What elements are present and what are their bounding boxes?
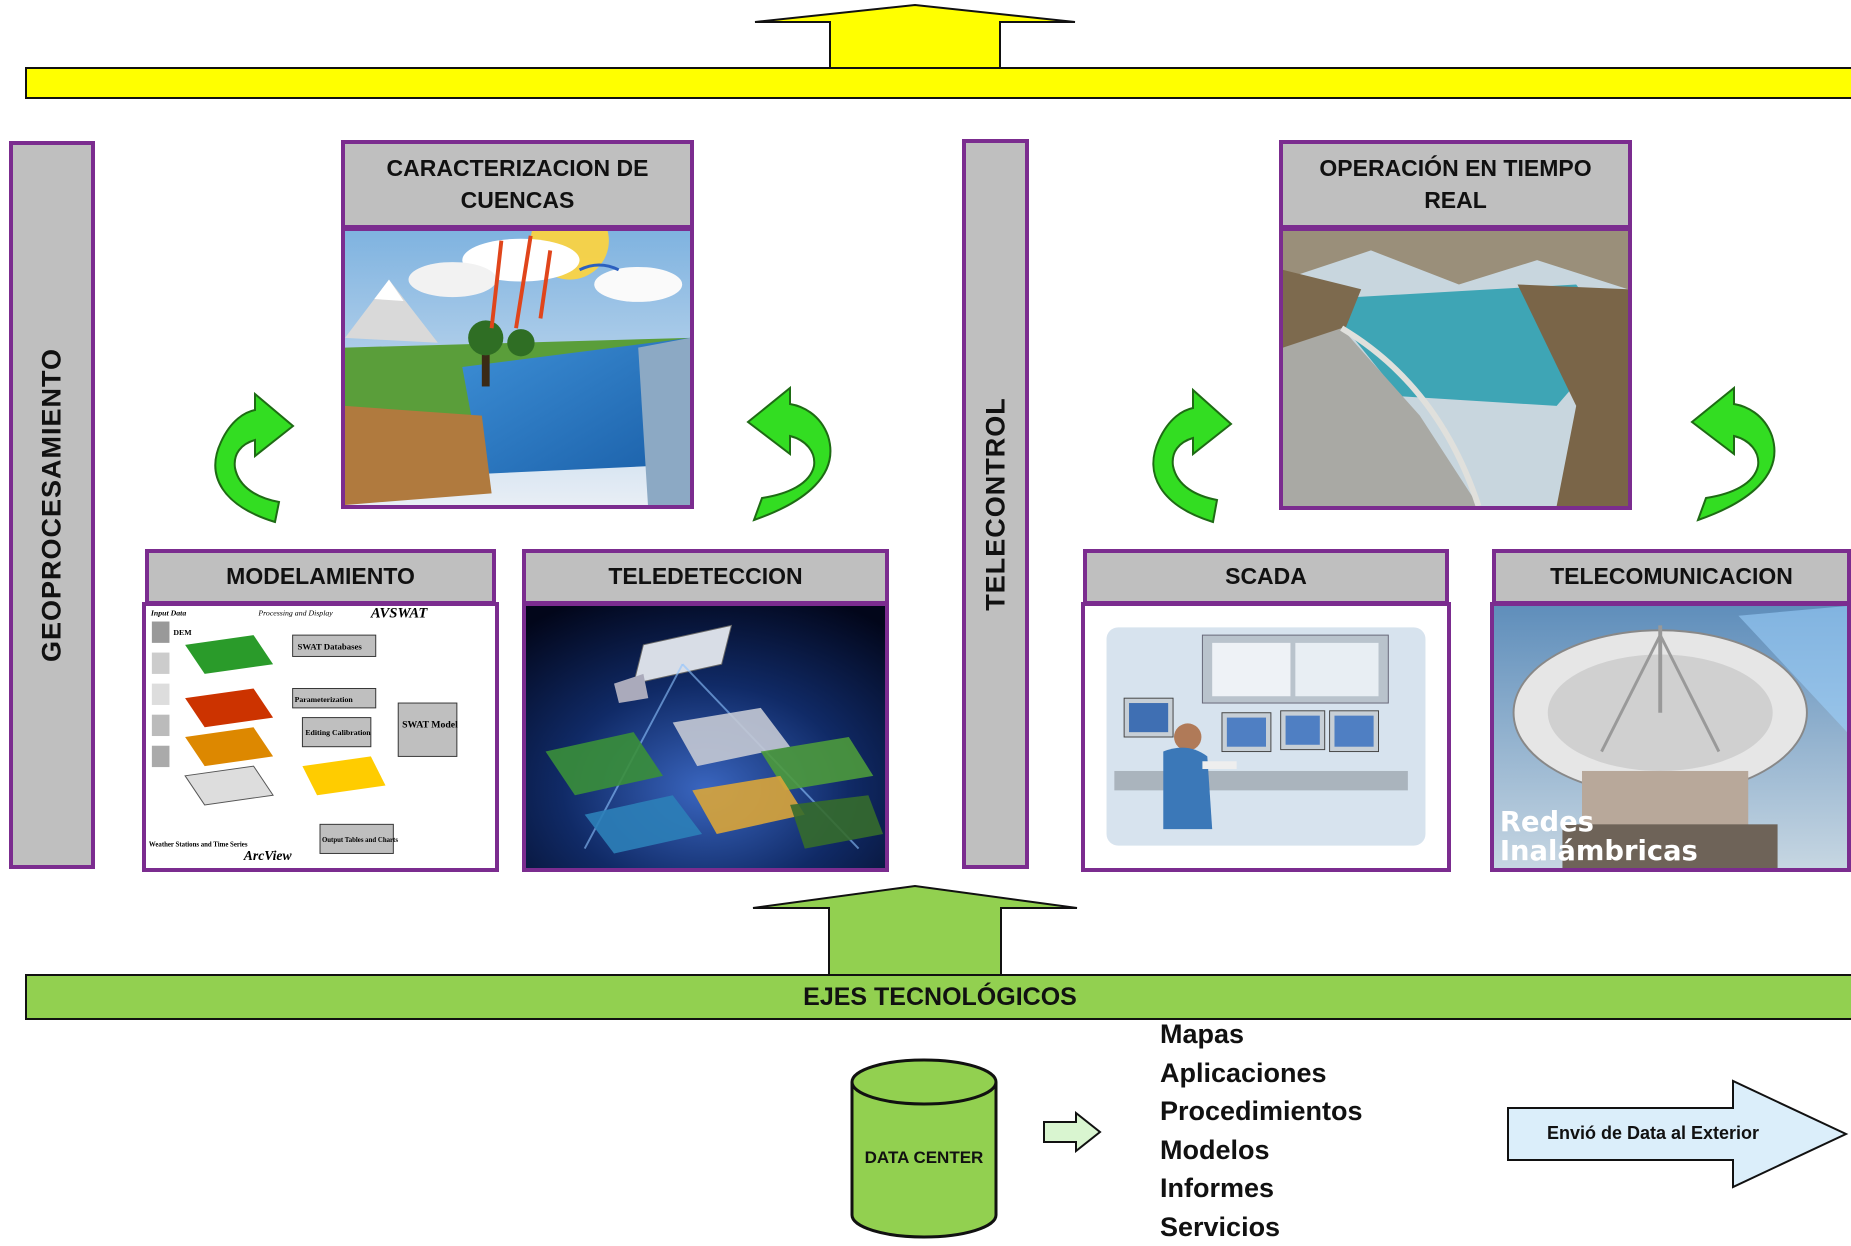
telecomunicacion-header: TELECOMUNICACION: [1492, 549, 1851, 605]
scada-title: SCADA: [1225, 561, 1307, 592]
top-up-arrow-icon: [745, 0, 1085, 70]
telecontrol-column: TELECONTROL: [962, 139, 1029, 869]
output-item: Servicios: [1160, 1208, 1363, 1246]
geoprocesamiento-column: GEOPROCESAMIENTO: [9, 141, 95, 869]
telecomunicacion-title: TELECOMUNICACION: [1550, 561, 1793, 592]
avswat-dem: DEM: [173, 628, 192, 637]
operacion-header: OPERACIÓN EN TIEMPO REAL: [1279, 140, 1632, 229]
outputs-list: Mapas Aplicaciones Procedimientos Modelo…: [1160, 1015, 1363, 1246]
inalambricas-text: Inalámbricas: [1500, 836, 1698, 867]
modelamiento-title: MODELAMIENTO: [226, 561, 415, 592]
output-item: Informes: [1160, 1169, 1363, 1208]
data-center-label: DATA CENTER: [848, 1148, 1000, 1168]
caracterizacion-header: CARACTERIZACION DE CUENCAS: [341, 140, 694, 229]
avswat-diagram-image: Input Data Processing and Display AVSWAT…: [142, 602, 499, 872]
geoprocesamiento-label: GEOPROCESAMIENTO: [37, 348, 68, 662]
output-item: Procedimientos: [1160, 1092, 1363, 1131]
water-cycle-image: [341, 227, 694, 509]
small-right-arrow-icon: [1042, 1111, 1102, 1153]
avswat-processing: Processing and Display: [257, 609, 333, 618]
scada-header: SCADA: [1083, 549, 1449, 605]
scada-control-room-image: [1081, 602, 1451, 872]
output-item: Mapas: [1160, 1015, 1363, 1054]
output-item: Modelos: [1160, 1131, 1363, 1170]
avswat-model: SWAT Model: [402, 719, 458, 730]
teledeteccion-header: TELEDETECCION: [522, 549, 889, 605]
green-up-arrow-icon: [745, 882, 1085, 977]
caracterizacion-title: CARACTERIZACION DE CUENCAS: [355, 153, 680, 215]
cycle-arrow-icon-left-1: [203, 376, 295, 526]
avswat-weather: Weather Stations and Time Series: [149, 842, 248, 849]
telecontrol-label: TELECONTROL: [980, 397, 1011, 611]
avswat-databases: SWAT Databases: [298, 642, 363, 652]
satellite-dish-image: Redes Inalámbricas: [1490, 602, 1851, 872]
ejes-tecnologicos-bar: EJES TECNOLÓGICOS: [25, 974, 1851, 1020]
avswat-editing: Editing Calibration: [305, 728, 371, 737]
avswat-output: Output Tables and Charts: [322, 837, 398, 844]
avswat-title: AVSWAT: [370, 606, 429, 622]
avswat-input-data: Input Data: [150, 609, 186, 618]
modelamiento-header: MODELAMIENTO: [145, 549, 496, 605]
avswat-parameterization: Parameterization: [295, 695, 354, 704]
ejes-tecnologicos-label: EJES TECNOLÓGICOS: [803, 983, 1077, 1012]
export-arrow-label: Envió de Data al Exterior: [1508, 1123, 1798, 1144]
satellite-image: [522, 602, 889, 872]
output-item: Aplicaciones: [1160, 1054, 1363, 1093]
cycle-arrow-icon-right-1: [1141, 370, 1233, 526]
teledeteccion-title: TELEDETECCION: [608, 561, 802, 592]
avswat-arcview: ArcView: [243, 848, 293, 863]
cycle-arrow-icon-left-2: [744, 370, 844, 524]
dam-reservoir-image: [1279, 227, 1632, 510]
cycle-arrow-icon-right-2: [1688, 368, 1788, 524]
redes-text: Redes: [1500, 807, 1594, 838]
operacion-title: OPERACIÓN EN TIEMPO REAL: [1293, 153, 1618, 215]
top-yellow-bar: [25, 67, 1851, 99]
